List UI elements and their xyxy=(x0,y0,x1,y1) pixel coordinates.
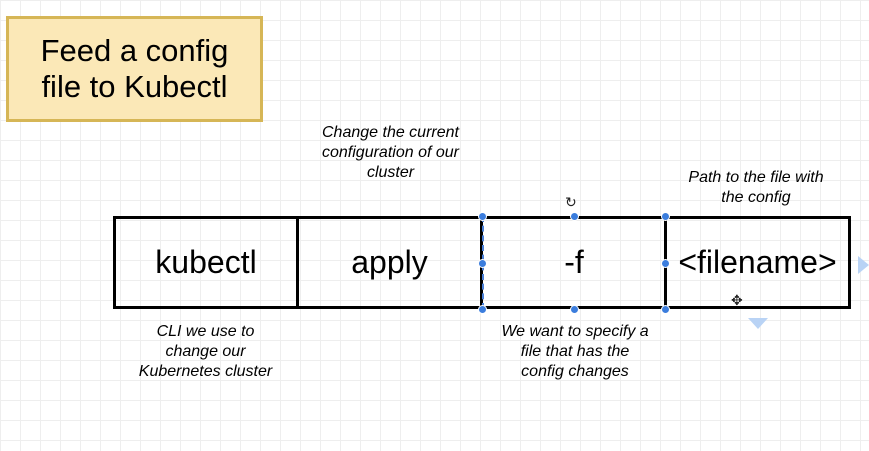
connect-arrow-down-icon[interactable] xyxy=(748,318,768,329)
command-cell-f[interactable]: -f xyxy=(482,216,666,309)
diagram-title-text: Feed a config file to Kubectl xyxy=(40,33,229,104)
command-cell-f-label: -f xyxy=(564,244,584,280)
resize-handle-bottom-left[interactable] xyxy=(478,305,487,314)
move-icon[interactable]: ✥ xyxy=(731,292,743,308)
resize-handle-top-left[interactable] xyxy=(478,212,487,221)
note-above-apply: Change the current configuration of our … xyxy=(322,124,459,181)
resize-handle-top[interactable] xyxy=(570,212,579,221)
command-cell-kubectl-label: kubectl xyxy=(155,244,257,280)
resize-handle-top-right[interactable] xyxy=(661,212,670,221)
note-below-kubectl: CLI we use to change our Kubernetes clus… xyxy=(138,323,273,380)
resize-handle-bottom-right[interactable] xyxy=(661,305,670,314)
command-cell-kubectl[interactable]: kubectl xyxy=(113,216,299,309)
command-cell-apply[interactable]: apply xyxy=(296,216,483,309)
resize-handle-left[interactable] xyxy=(478,259,487,268)
connect-arrow-right-icon[interactable] xyxy=(858,256,869,274)
command-cell-filename-label: <filename> xyxy=(678,244,837,280)
rotate-icon[interactable]: ↻ xyxy=(565,194,577,210)
diagram-title[interactable]: Feed a config file to Kubectl xyxy=(6,16,263,122)
note-below-f: We want to specify a file that has the c… xyxy=(501,323,649,380)
command-cell-filename[interactable]: <filename> xyxy=(664,216,851,309)
command-cell-apply-label: apply xyxy=(351,244,428,280)
resize-handle-bottom[interactable] xyxy=(570,305,579,314)
note-above-filename: Path to the file with the config xyxy=(688,169,824,206)
resize-handle-right[interactable] xyxy=(661,259,670,268)
